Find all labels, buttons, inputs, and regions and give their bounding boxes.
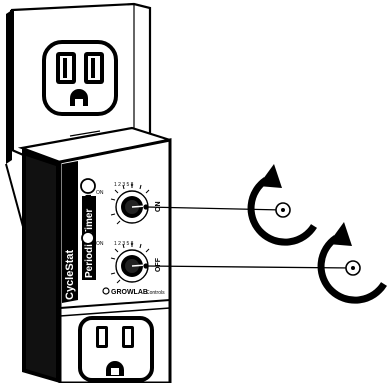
on-dial-rotation-callout — [247, 164, 317, 246]
off-dial-label: OFF — [155, 257, 162, 272]
clockwise-arrow-icon — [317, 235, 387, 304]
on-dial-leader-line — [145, 206, 284, 211]
timer-outlet — [78, 316, 154, 382]
timer-outlet-slot-left — [96, 326, 108, 348]
off-dial-ticks — [110, 243, 150, 284]
outlet-slot-left — [56, 52, 76, 84]
brand-line1: CycleStat — [64, 250, 76, 300]
maker-logo: GROWLAB Controls — [102, 287, 165, 296]
off-dial-rotation-callout — [317, 222, 387, 304]
on-dial-scale: 1 2 3 5 8 — [114, 182, 134, 188]
indicator-light-bottom: ON — [81, 231, 104, 247]
light-label-bottom: ON — [96, 241, 104, 247]
on-dial-ticks — [110, 184, 150, 225]
wall-outlet — [42, 40, 118, 116]
indicator-light-top: ON — [80, 178, 104, 196]
maker-suffix: Controls — [146, 290, 165, 296]
off-dial-scale: 1 2 3 5 8 — [114, 241, 134, 247]
light-label-top: ON — [96, 190, 104, 196]
clockwise-arrow-icon — [247, 177, 317, 246]
on-dial[interactable]: 1 2 3 5 8 ON — [110, 182, 162, 225]
maker-name: GROWLAB — [111, 289, 148, 296]
outlet-slot-right — [84, 52, 104, 84]
timer-outlet-slot-right — [122, 326, 134, 348]
off-dial[interactable]: 1 2 3 5 8 OFF — [110, 241, 162, 284]
